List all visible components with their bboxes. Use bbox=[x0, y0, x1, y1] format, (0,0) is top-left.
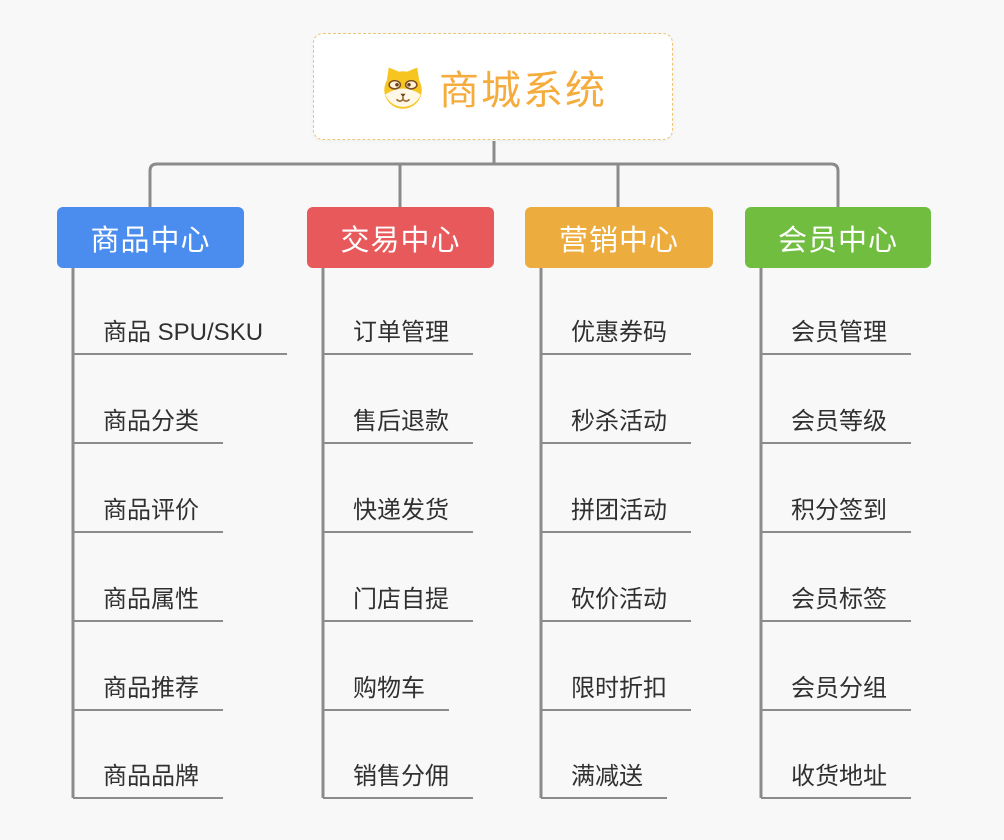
branch-label: 会员中心 bbox=[777, 224, 898, 257]
branch-label: 交易中心 bbox=[340, 224, 461, 257]
leaf-node[interactable]: 收货地址 bbox=[761, 757, 911, 799]
leaf-node[interactable]: 砍价活动 bbox=[541, 580, 691, 622]
leaf-node[interactable]: 商品属性 bbox=[73, 580, 223, 622]
branch-node-member-center[interactable]: 会员中心 bbox=[745, 207, 931, 268]
leaf-node[interactable]: 会员管理 bbox=[761, 313, 911, 355]
leaf-node[interactable]: 销售分佣 bbox=[323, 757, 473, 799]
leaf-node[interactable]: 商品推荐 bbox=[73, 669, 223, 711]
branch-label: 营销中心 bbox=[558, 224, 679, 257]
branch-node-trade-center[interactable]: 交易中心 bbox=[307, 207, 494, 268]
leaf-node[interactable]: 商品 SPU/SKU bbox=[73, 313, 288, 355]
leaf-node[interactable]: 限时折扣 bbox=[541, 669, 691, 711]
leaf-node[interactable]: 满减送 bbox=[541, 757, 667, 799]
leaf-node[interactable]: 订单管理 bbox=[323, 313, 473, 355]
leaf-node[interactable]: 门店自提 bbox=[323, 580, 473, 622]
leaf-node[interactable]: 秒杀活动 bbox=[541, 402, 691, 444]
leaf-node[interactable]: 商品评价 bbox=[73, 491, 223, 533]
root-node[interactable]: 商城系统 bbox=[313, 33, 673, 140]
root-title: 商城系统 bbox=[439, 68, 607, 113]
leaf-node[interactable]: 快递发货 bbox=[323, 491, 473, 533]
leaf-node[interactable]: 拼团活动 bbox=[541, 491, 691, 533]
leaf-node[interactable]: 优惠券码 bbox=[541, 313, 691, 355]
leaf-node[interactable]: 会员标签 bbox=[761, 580, 911, 622]
shiba-dog-icon bbox=[384, 67, 422, 109]
leaf-node[interactable]: 购物车 bbox=[323, 669, 449, 711]
leaf-node[interactable]: 商品分类 bbox=[73, 402, 223, 444]
leaf-node[interactable]: 积分签到 bbox=[761, 491, 911, 533]
leaf-node[interactable]: 会员分组 bbox=[761, 669, 911, 711]
leaf-node[interactable]: 商品品牌 bbox=[73, 757, 223, 799]
branch-label: 商品中心 bbox=[90, 224, 211, 257]
leaf-node[interactable]: 会员等级 bbox=[761, 402, 911, 444]
branch-node-marketing-center[interactable]: 营销中心 bbox=[525, 207, 713, 268]
branch-node-product-center[interactable]: 商品中心 bbox=[57, 207, 244, 268]
leaf-node[interactable]: 售后退款 bbox=[323, 402, 473, 444]
